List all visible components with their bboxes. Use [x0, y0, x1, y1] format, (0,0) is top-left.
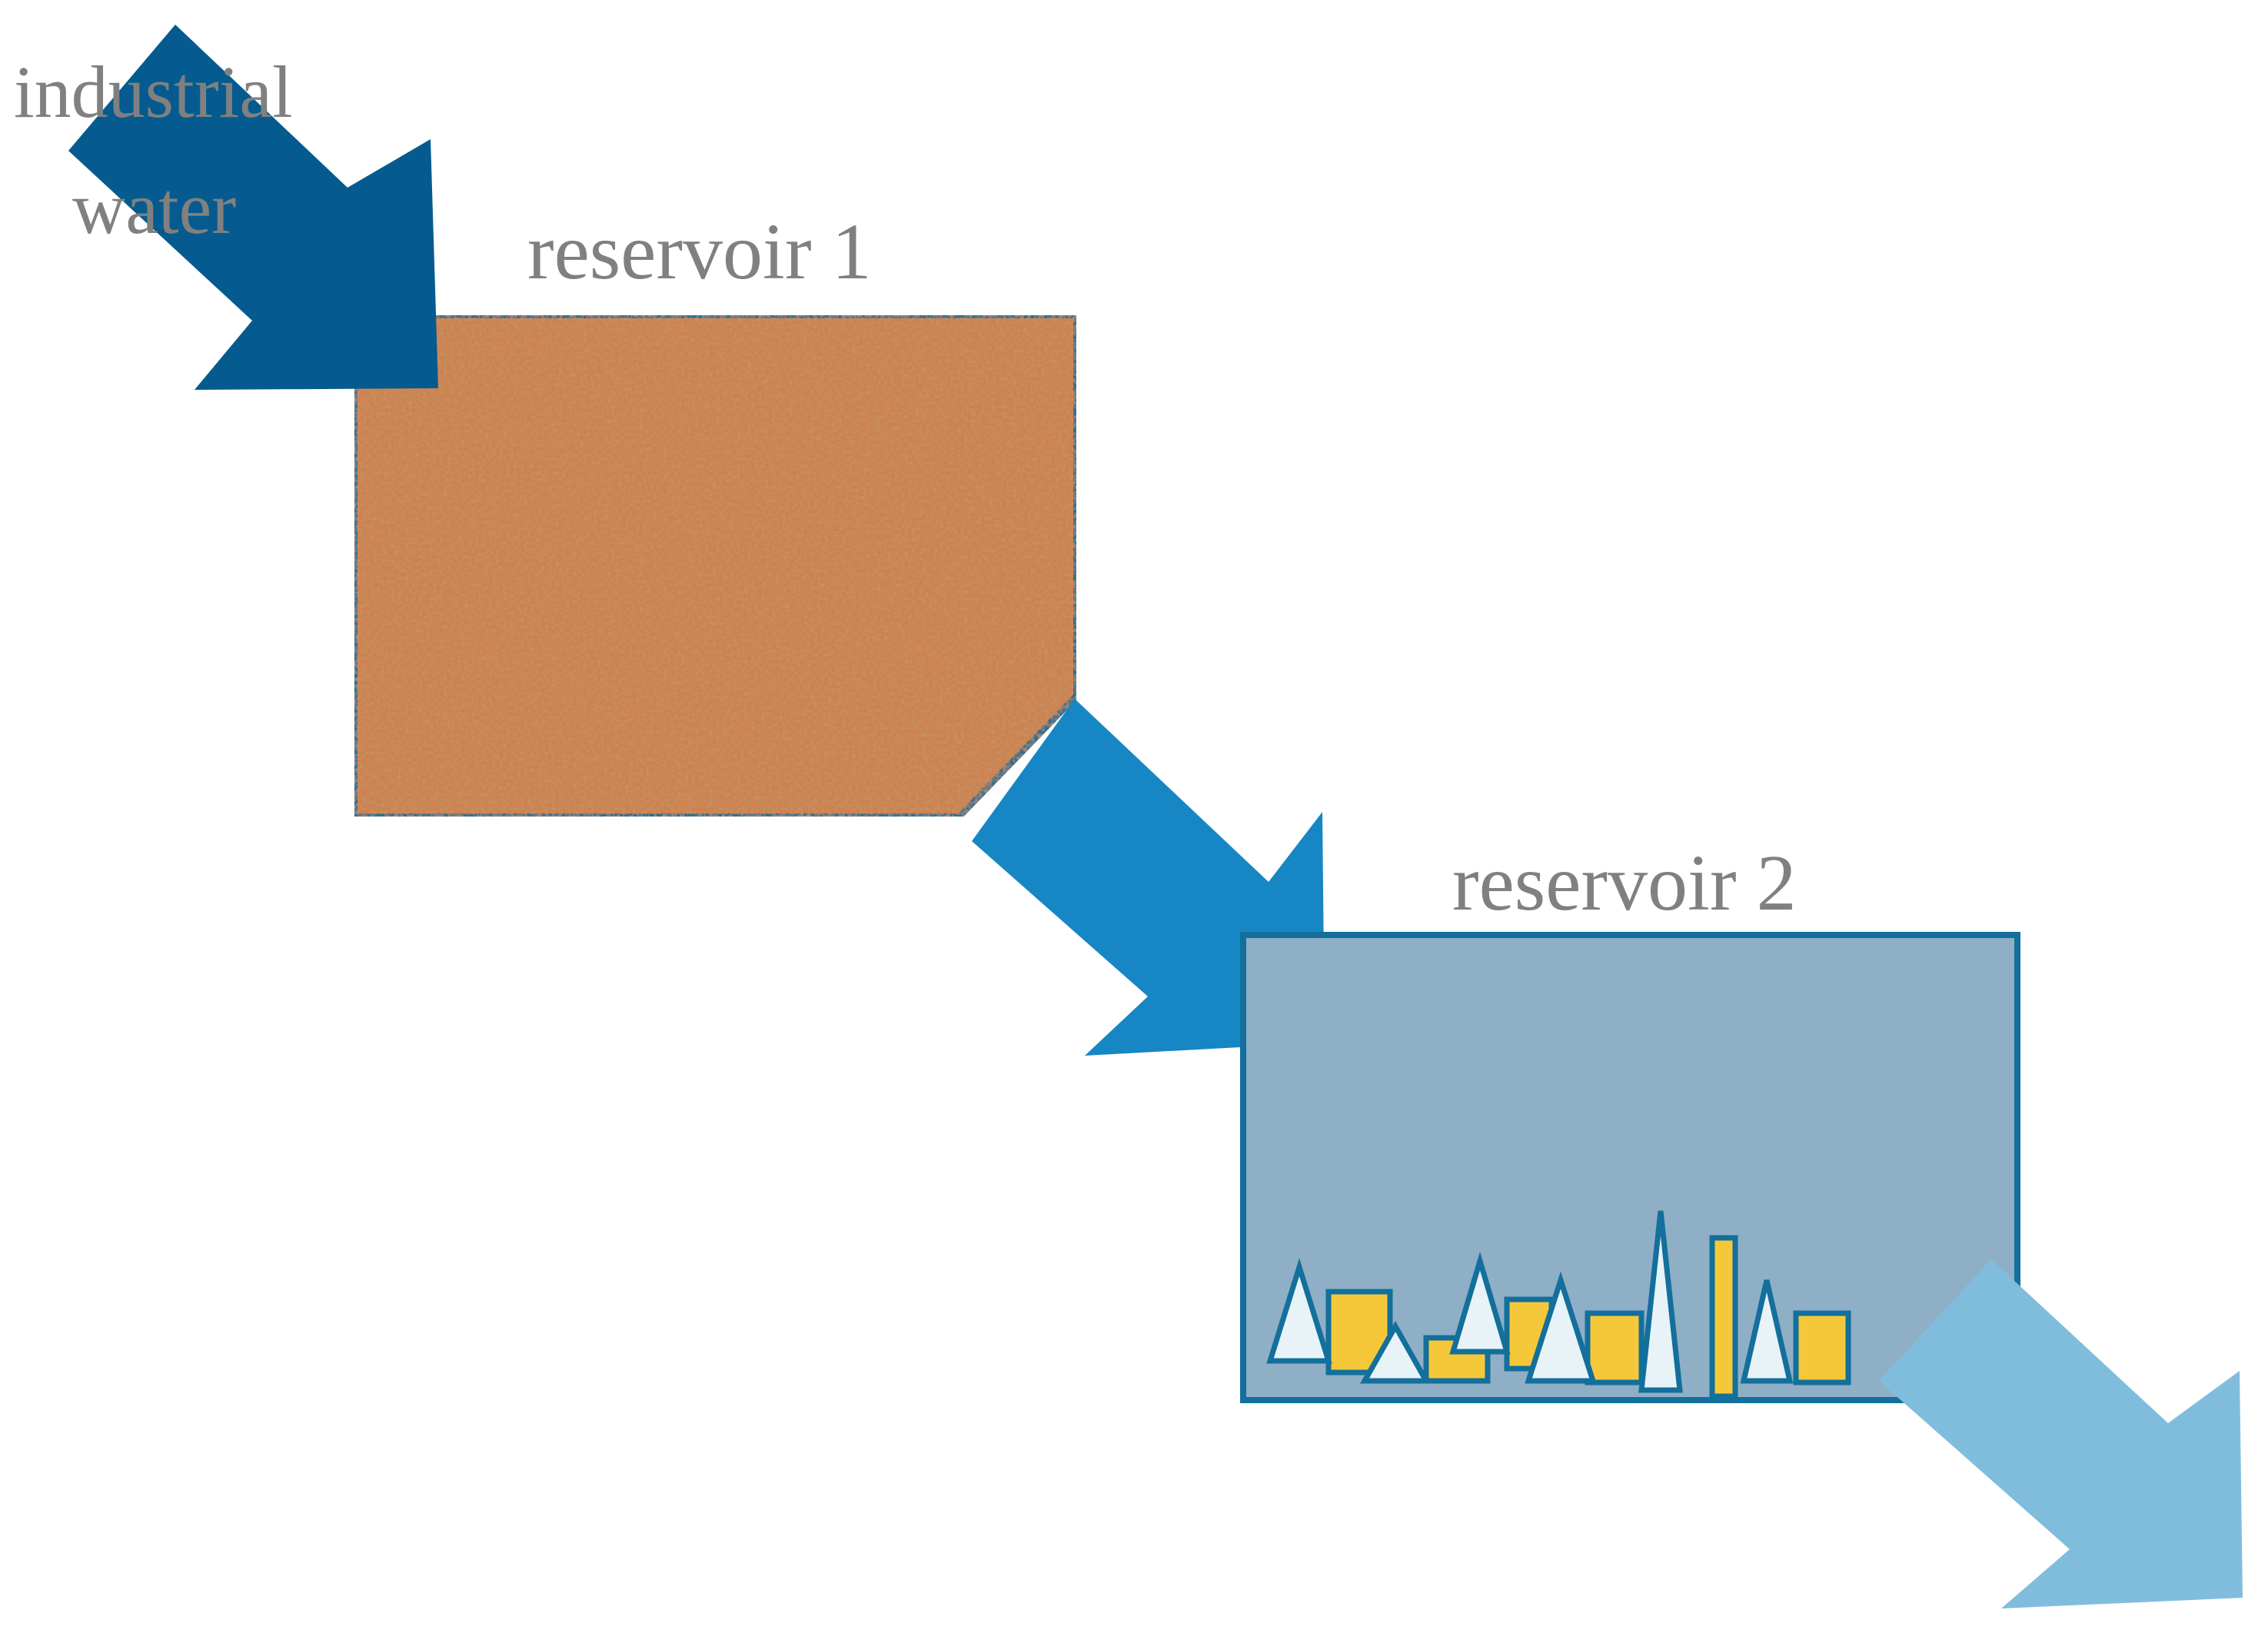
- reservoir-2-label: reservoir 2: [1452, 839, 1797, 927]
- outflow-arrow: [1879, 1259, 2243, 1608]
- sediment-block: [1709, 1235, 1738, 1399]
- reservoir-1-box: [351, 312, 1079, 820]
- inflow-label-line-2: water: [72, 167, 236, 249]
- reservoir-transfer-arrow: [972, 699, 1325, 1056]
- sediment-deposits: [1266, 1210, 1851, 1399]
- sediment-spikes: [1266, 1210, 1794, 1393]
- sediment-spike: [1638, 1210, 1683, 1393]
- inflow-label-line-1: industrial: [14, 51, 293, 133]
- industrial-water-inflow-arrow: [68, 25, 438, 390]
- sediment-spike: [1360, 1320, 1431, 1384]
- sediment-block: [1585, 1310, 1644, 1386]
- reservoir-1-label: reservoir 1: [527, 208, 872, 296]
- sediment-spike: [1740, 1279, 1794, 1384]
- sediment-block: [1793, 1310, 1851, 1386]
- sediment-spike: [1449, 1251, 1511, 1355]
- sediment-spike: [1266, 1258, 1332, 1364]
- sediment-spike: [1525, 1271, 1597, 1384]
